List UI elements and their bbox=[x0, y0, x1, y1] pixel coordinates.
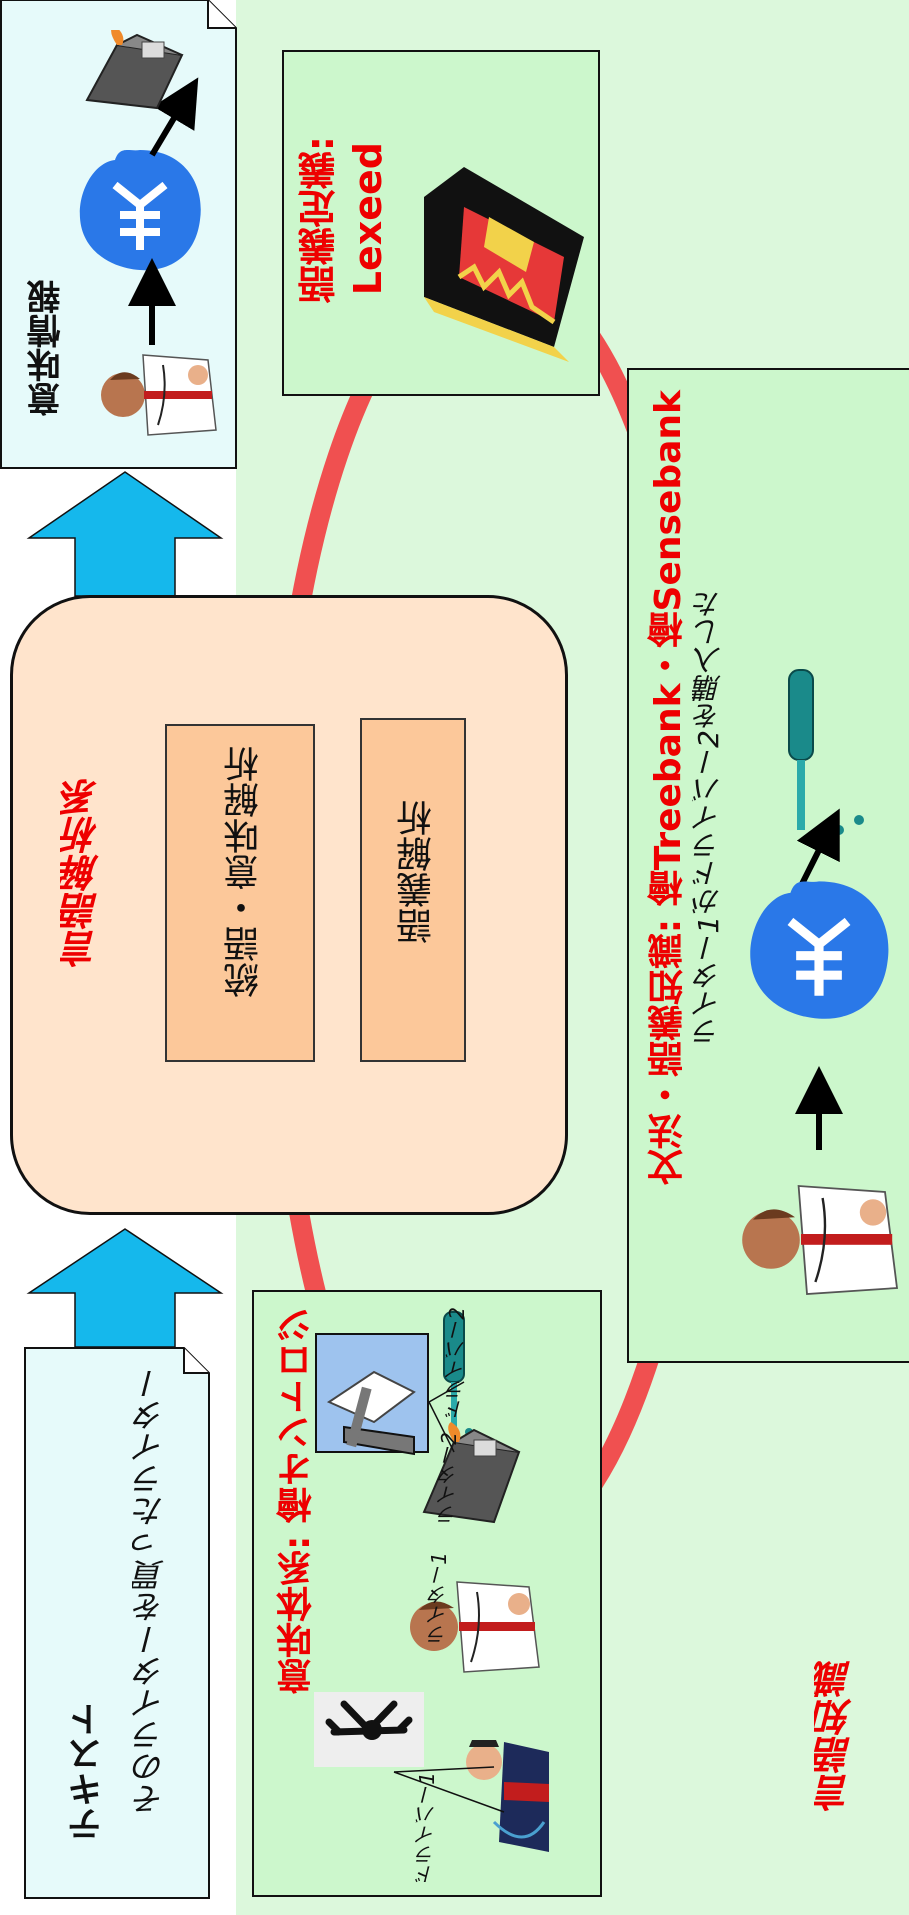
label-driver2: ドライバー2 bbox=[445, 1307, 469, 1420]
treebank-example: ライター1がドライバー2を購入した bbox=[692, 590, 725, 1046]
flow-arrows bbox=[128, 77, 199, 345]
man-on-phone-icon bbox=[101, 354, 217, 436]
semantic-info-title: 意味情報 bbox=[27, 280, 67, 416]
hammer-icon bbox=[315, 1333, 429, 1456]
lexeed-title-line1: 語義定義: bbox=[298, 136, 342, 304]
label-lighter2: ライター2 bbox=[437, 1432, 461, 1525]
treebank-title: 文法・語義知識: 檜Treebank・檜Sensebank bbox=[648, 390, 689, 1186]
stretching-person-icon bbox=[314, 1692, 424, 1767]
flow-arrows bbox=[795, 808, 843, 1150]
analysis-system-box: 言語解析系 統語・意味解析 語義解析 bbox=[10, 595, 568, 1215]
treebank-panel: 文法・語義知識: 檜Treebank・檜Sensebank ライター1がドライバ… bbox=[627, 368, 909, 1363]
man-on-phone-icon bbox=[742, 1185, 899, 1295]
lexeed-panel: 語義定義: Lexeed bbox=[282, 50, 600, 396]
analysis-title: 言語解析系 bbox=[61, 778, 105, 968]
module-syntax-semantic-analysis: 統語・意味解析 bbox=[165, 724, 315, 1062]
text-box-title: テキスト bbox=[68, 1702, 108, 1842]
label-driver1: ドライバー1 bbox=[415, 1772, 439, 1885]
chauffeur-icon bbox=[466, 1740, 549, 1852]
knowledge-title: 言語知識 bbox=[814, 1660, 858, 1812]
book-icon bbox=[424, 167, 584, 362]
arrow-to-analysis bbox=[26, 1228, 224, 1348]
module-parse-label: 統語・意味解析 bbox=[224, 746, 265, 998]
text-box-sentence: そのライターを買ったライター bbox=[132, 1367, 170, 1815]
module-wsd: 語義解析 bbox=[360, 718, 466, 1062]
yen-bag-icon bbox=[750, 881, 889, 1019]
ontology-connector-lines bbox=[393, 1381, 505, 1813]
text-input-box: テキスト そのライターを買ったライター bbox=[24, 1347, 210, 1899]
man-on-phone-icon bbox=[410, 1581, 540, 1673]
lexeed-title: 語義定義: bbox=[292, 136, 347, 303]
lighter-icon bbox=[85, 30, 184, 110]
semantic-info-box: 意味情報 bbox=[0, 0, 240, 470]
arrow-to-semantic-info bbox=[26, 471, 224, 597]
ontology-panel: 意味体系: 檜オントロジ bbox=[252, 1290, 602, 1897]
screwdriver-icon bbox=[443, 1311, 473, 1436]
lexeed-title-2: Lexeed bbox=[346, 142, 390, 296]
lighter-icon bbox=[422, 1422, 521, 1524]
label-writer1: ライター1 bbox=[427, 1552, 451, 1645]
module-wsd-label: 語義解析 bbox=[397, 800, 438, 944]
document-shape bbox=[24, 1347, 210, 1899]
yen-bag-icon bbox=[79, 150, 201, 271]
